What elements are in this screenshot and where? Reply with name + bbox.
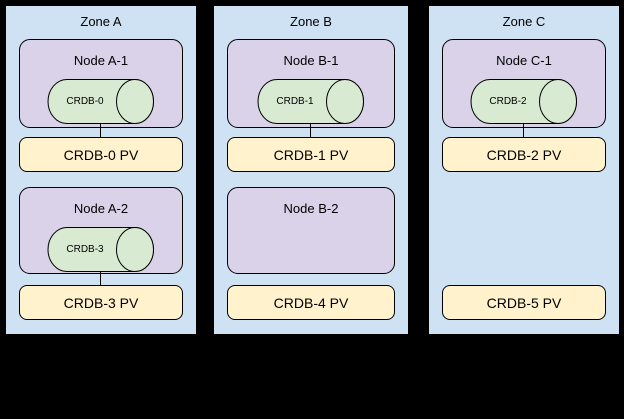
pv-label: CRDB-0 PV xyxy=(63,146,139,163)
cylinder-shape-icon xyxy=(47,227,154,272)
pv-label: CRDB-2 PV xyxy=(486,146,562,163)
pv-box-crdb-0: CRDB-0 PV xyxy=(19,137,183,172)
pv-label: CRDB-4 PV xyxy=(273,294,349,311)
pod-label: CRDB-0 xyxy=(66,96,104,107)
zone-panel-c: Zone C Node C-1 CRDB-2 CRDB-2 PV CRDB-5 … xyxy=(428,5,620,335)
node-box-a2: Node A-2 CRDB-3 xyxy=(19,187,183,274)
node-title: Node A-2 xyxy=(73,201,129,216)
zone-panel-b: Zone B Node B-1 CRDB-1 CRDB-1 PV Node B-… xyxy=(213,5,409,335)
connector-line xyxy=(523,123,524,137)
node-box-a1: Node A-1 CRDB-0 xyxy=(19,39,183,128)
node-box-b2-empty: Node B-2 xyxy=(227,187,395,274)
node-box-b1: Node B-1 CRDB-1 xyxy=(227,39,395,128)
node-title: Node A-1 xyxy=(73,53,129,68)
pv-label: CRDB-1 PV xyxy=(273,146,349,163)
node-title: Node B-1 xyxy=(283,53,339,68)
pod-cylinder-crdb-0: CRDB-0 xyxy=(47,79,154,124)
node-box-c1: Node C-1 CRDB-2 xyxy=(442,39,606,128)
node-title: Node B-2 xyxy=(283,201,339,216)
pv-box-crdb-4: CRDB-4 PV xyxy=(227,285,395,320)
pv-label: CRDB-5 PV xyxy=(486,294,562,311)
connector-line xyxy=(100,123,101,137)
connector-line xyxy=(310,123,311,137)
pv-box-crdb-2: CRDB-2 PV xyxy=(442,137,606,172)
pod-label: CRDB-3 xyxy=(66,244,104,255)
pod-label: CRDB-1 xyxy=(276,96,314,107)
pv-label: CRDB-3 PV xyxy=(63,294,139,311)
zone-title: Zone B xyxy=(290,14,332,29)
zone-panel-a: Zone A Node A-1 CRDB-0 CRDB-0 PV Node A-… xyxy=(5,5,197,335)
pod-cylinder-crdb-3: CRDB-3 xyxy=(47,227,154,272)
node-title: Node C-1 xyxy=(496,53,552,68)
cylinder-shape-icon xyxy=(470,79,577,124)
pv-box-crdb-5: CRDB-5 PV xyxy=(442,285,606,320)
pod-cylinder-crdb-2: CRDB-2 xyxy=(470,79,577,124)
pv-box-crdb-1: CRDB-1 PV xyxy=(227,137,395,172)
pod-cylinder-crdb-1: CRDB-1 xyxy=(257,79,364,124)
connector-line xyxy=(100,271,101,285)
pod-label: CRDB-2 xyxy=(489,96,527,107)
cylinder-shape-icon xyxy=(257,79,364,124)
zone-title: Zone A xyxy=(80,14,122,29)
pv-box-crdb-3: CRDB-3 PV xyxy=(19,285,183,320)
cylinder-shape-icon xyxy=(47,79,154,124)
zone-title: Zone C xyxy=(502,14,546,29)
